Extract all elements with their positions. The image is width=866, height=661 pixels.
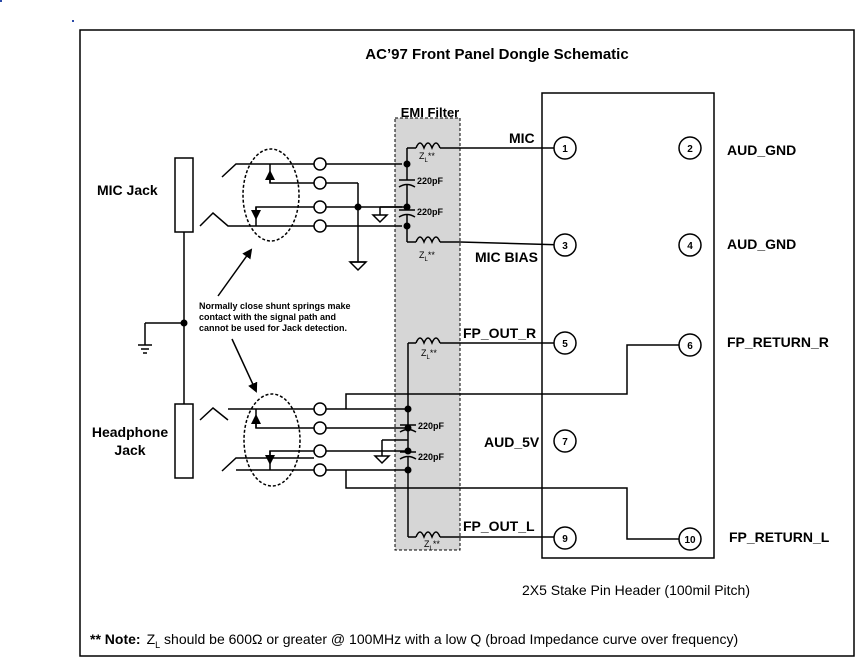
- shunt-note-line-2: contact with the signal path and: [199, 312, 336, 322]
- junction-dot: [403, 203, 411, 211]
- pin-9: [553, 526, 577, 550]
- emi-filter-label: EMI Filter: [401, 105, 460, 120]
- pin-1-label: MIC: [509, 130, 535, 146]
- inductor-label: ZL**: [424, 539, 440, 552]
- ground-symbol: [371, 214, 389, 224]
- terminal-circle: [313, 200, 327, 214]
- outer-frame: [79, 29, 855, 657]
- jack-ground-wiring: [138, 232, 185, 404]
- headphone-jack-label-2: Jack: [114, 442, 145, 458]
- pin-10-number: 10: [684, 535, 696, 546]
- shunt-note-line-3: cannot be used for Jack detection.: [199, 323, 347, 333]
- pin-7: [553, 429, 577, 453]
- mic-jack-body: [174, 157, 194, 233]
- inductor-label: ZL**: [419, 151, 435, 164]
- cap-value-label: 220pF: [417, 176, 444, 186]
- pin-1: [553, 136, 577, 160]
- junction-dot: [404, 447, 412, 455]
- corner-dot: [0, 0, 2, 2]
- pin-2-label: AUD_GND: [727, 142, 796, 158]
- junction-dot: [403, 160, 411, 168]
- pin-9-number: 9: [562, 534, 568, 545]
- diagram-title: AC’97 Front Panel Dongle Schematic: [365, 46, 628, 63]
- inductor-label: ZL**: [421, 348, 437, 361]
- pin-1-number: 1: [562, 144, 568, 155]
- junction-dot: [404, 466, 412, 474]
- pin-9-label: FP_OUT_L: [463, 518, 535, 534]
- pin-4-number: 4: [687, 241, 693, 252]
- pin-6-number: 6: [687, 341, 693, 352]
- mic-emi-filter: [379, 142, 566, 246]
- terminal-circle: [313, 463, 327, 477]
- pin-7-number: 7: [562, 437, 568, 448]
- footnote: ** Note:ZL should be 600Ω or greater @ 1…: [90, 631, 738, 650]
- emi-filter-box: [394, 117, 461, 551]
- junction-dot: [403, 222, 411, 230]
- ground-symbol: [348, 261, 368, 272]
- mic-shunt-ellipse: [242, 148, 300, 242]
- pin-2-number: 2: [687, 144, 693, 155]
- mic-jack-contacts: [199, 163, 402, 263]
- pin-6-label: FP_RETURN_R: [727, 334, 829, 350]
- terminal-circle: [313, 421, 327, 435]
- pin-5-label: FP_OUT_R: [463, 325, 536, 341]
- cap-value-label: 220pF: [418, 452, 445, 462]
- headphone-jack-body: [174, 403, 194, 479]
- terminal-circle: [313, 176, 327, 190]
- junction-dot: [404, 424, 412, 432]
- pin-4: [678, 233, 702, 257]
- shunt-note-line-1: Normally close shunt springs make: [199, 301, 351, 311]
- headphone-jack-label-1: Headphone: [92, 424, 168, 440]
- mic-jack-label: MIC Jack: [97, 182, 158, 198]
- note-arrow-down: [231, 338, 258, 393]
- pin-3-label: MIC BIAS: [475, 249, 538, 265]
- pin-header-box: [541, 92, 715, 559]
- terminal-circle: [313, 402, 327, 416]
- ground-junction-dot: [180, 319, 188, 327]
- terminal-circle: [313, 219, 327, 233]
- junction-dot: [404, 405, 412, 413]
- pin-6: [678, 333, 702, 357]
- pin-4-label: AUD_GND: [727, 236, 796, 252]
- pin-2: [678, 136, 702, 160]
- inductor-label: ZL**: [419, 250, 435, 263]
- cap-value-label: 220pF: [418, 421, 445, 431]
- pin-5: [553, 331, 577, 355]
- junction-dot: [354, 203, 362, 211]
- pin-3: [553, 233, 577, 257]
- corner-dot: [72, 20, 74, 22]
- ground-symbol: [373, 455, 391, 465]
- pin-7-label: AUD_5V: [484, 434, 540, 450]
- terminal-circle: [313, 444, 327, 458]
- pin-10: [678, 527, 702, 551]
- terminal-circle: [313, 157, 327, 171]
- note-arrow-up: [217, 248, 253, 297]
- header-caption: 2X5 Stake Pin Header (100mil Pitch): [522, 582, 750, 598]
- cap-value-label: 220pF: [417, 207, 444, 217]
- pin-5-number: 5: [562, 339, 568, 350]
- pin-10-label: FP_RETURN_L: [729, 529, 830, 545]
- headphone-shunt-ellipse: [243, 393, 301, 487]
- pin-3-number: 3: [562, 241, 568, 252]
